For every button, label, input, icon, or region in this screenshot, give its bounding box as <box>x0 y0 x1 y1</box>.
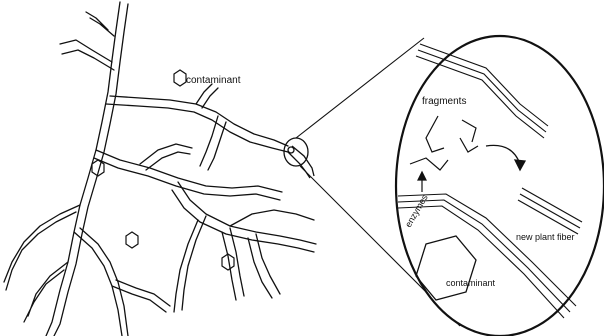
fragments-label: fragments <box>422 96 466 107</box>
hypha-upper-left <box>60 40 114 70</box>
new-plant-fiber-label: new plant fiber <box>516 232 575 242</box>
hypha-middle-curl <box>140 144 192 170</box>
hypha-lower-down-2 <box>174 216 206 312</box>
hypha-sub-branch-down <box>200 116 226 170</box>
hypha-lower-down <box>222 228 244 300</box>
legend-contaminant-label: contaminant <box>186 75 241 86</box>
hypha-middle-branch <box>96 150 282 192</box>
legend-contaminant: contaminant <box>174 70 241 86</box>
hypha-top-left-stub <box>86 12 114 36</box>
hypha-middle-branch-inner <box>94 158 280 200</box>
hypha-left-lower-4 <box>24 262 68 322</box>
contaminant-hexagons <box>92 160 234 270</box>
contaminant-label: contaminant <box>446 278 496 288</box>
legend-hexagon-icon <box>174 70 186 86</box>
contaminant-hexagon <box>126 232 138 248</box>
hypha-left-lower <box>4 205 80 290</box>
hypha-right-branch <box>110 96 288 146</box>
magnified-ellipse <box>396 36 604 336</box>
hypha-right-branch-inner <box>106 104 288 152</box>
hypha-tip-in-lens <box>288 146 314 178</box>
zoom-source-circle <box>284 138 314 178</box>
hypha-far-right <box>230 210 314 226</box>
hypha-lower-right-inner <box>172 190 314 252</box>
hypha-branch-upper <box>196 84 218 108</box>
hyphae-network <box>4 2 316 336</box>
magnified-view: fragments new plant fiber enzymes contam… <box>396 36 604 336</box>
hypha-left-lower-3 <box>112 280 170 312</box>
